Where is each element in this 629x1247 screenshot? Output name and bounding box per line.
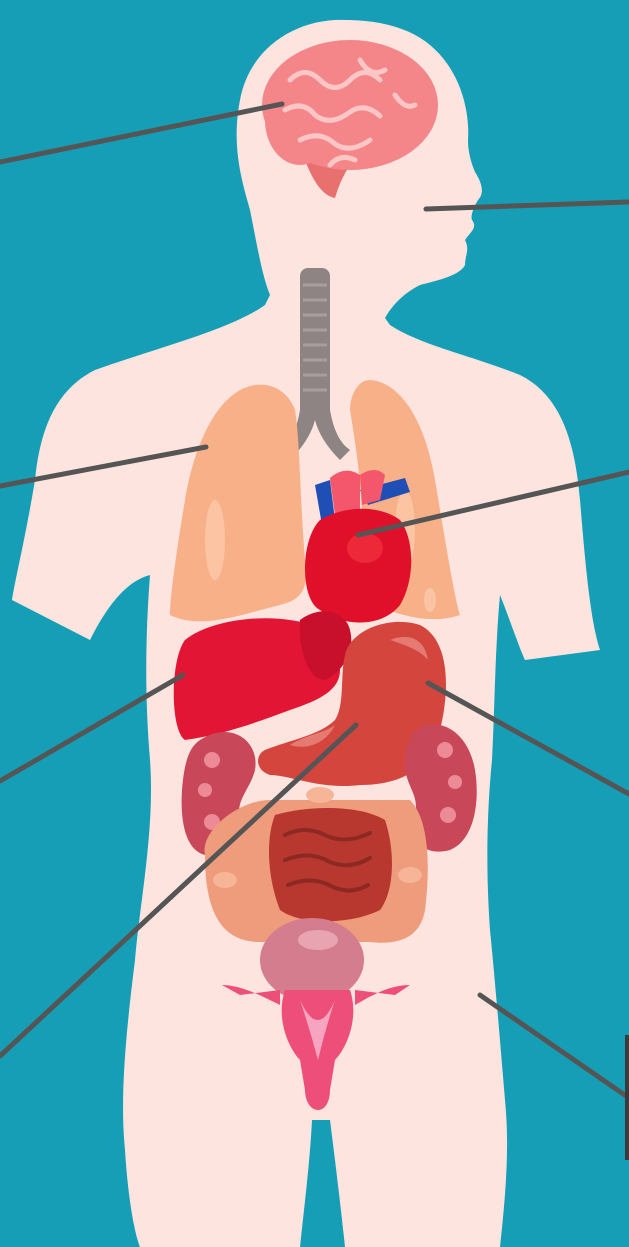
bladder-icon	[260, 918, 364, 1002]
partial-label-box	[625, 1035, 629, 1160]
heart-icon	[305, 470, 411, 623]
